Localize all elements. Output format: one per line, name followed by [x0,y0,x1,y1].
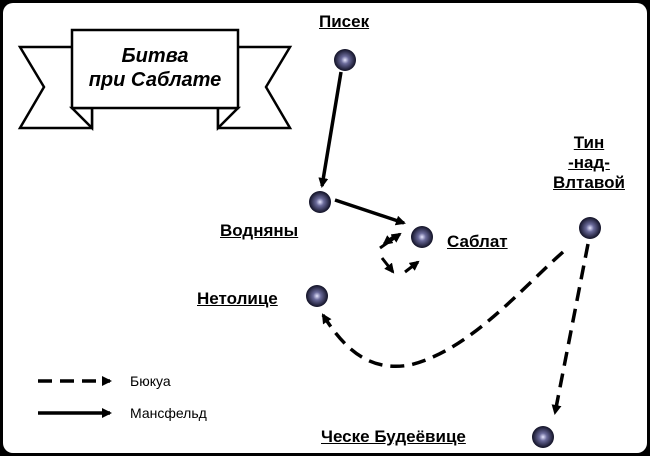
label-tyn-line2: -над- [568,153,610,172]
label-budejovice[interactable]: Ческе Будеёвице [321,427,466,446]
route-mansfeld-vodnyany-sablat [334,198,406,226]
label-tyn-line3: Влтавой [553,173,625,192]
battle-arrows [379,232,420,274]
route-bucquoy-tyn-budejovice [551,243,590,415]
label-netolice[interactable]: Нетолице [197,289,278,308]
city-dot-budejovice[interactable] [532,426,554,448]
city-dot-netolice[interactable] [306,285,328,307]
route-mansfeld-pisek-vodnyany [318,71,343,188]
label-sablat[interactable]: Саблат [447,232,508,251]
banner-center [70,28,240,110]
label-pisek[interactable]: Писек [319,12,370,31]
map-frame: Битва при Саблате Писек Водняны Саблат Т… [3,3,647,453]
legend-label-dashed: Бюкуа [130,373,171,389]
label-vodnyany[interactable]: Водняны [220,221,299,240]
banner-title-line1: Битва [121,45,189,67]
city-dot-tyn[interactable] [579,217,601,239]
city-dot-sablat[interactable] [411,226,433,248]
banner-title: Битва при Саблате [74,30,236,106]
title-banner [17,28,293,132]
banner-title-line2: при Саблате [88,69,222,91]
city-dot-vodnyany[interactable] [309,191,331,213]
label-tyn-line1: Тин [573,133,605,152]
city-dot-pisek[interactable] [334,49,356,71]
label-tyn[interactable]: Тин -над- Влтавой [534,133,644,193]
legend-label-solid: Мансфельд [130,405,207,421]
map-canvas [17,28,601,448]
route-bucquoy-tyn-netolice [321,250,565,368]
